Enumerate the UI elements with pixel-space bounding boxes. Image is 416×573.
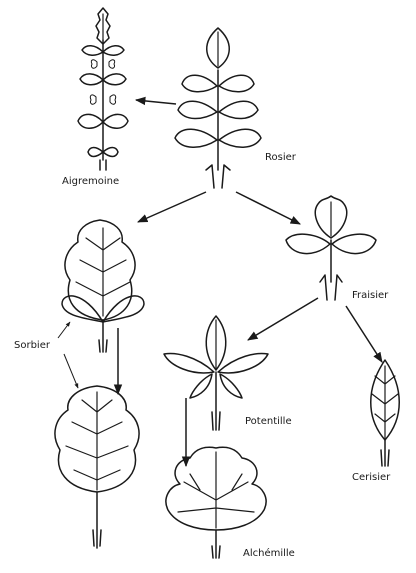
potentille-leaf	[163, 315, 269, 431]
arrow-rosier-to-fraisier	[235, 191, 301, 225]
label-fraisier: Fraisier	[352, 290, 389, 301]
label-aigremoine: Aigremoine	[62, 176, 119, 187]
label-cerisier: Cerisier	[352, 472, 391, 483]
alchemille-leaf	[165, 446, 267, 559]
arrow-sorbier-label-up	[57, 321, 71, 339]
sorbier-simple-leaf	[54, 385, 140, 549]
label-sorbier: Sorbier	[14, 340, 51, 351]
arrows	[57, 96, 383, 468]
label-rosier: Rosier	[265, 152, 297, 163]
arrow-fraisier-to-cerisier	[345, 305, 383, 363]
cerisier-leaf	[370, 359, 400, 467]
arrow-sorbier-label-down	[63, 353, 79, 389]
label-alchemille: Alchémille	[243, 547, 295, 559]
aigremoine-leaf	[77, 7, 129, 171]
arrow-fraisier-to-potentille	[247, 297, 319, 341]
sorbier-leaf	[61, 219, 145, 353]
arrow-rosier-to-aigremoine	[134, 96, 177, 106]
rosier-leaf	[174, 27, 262, 189]
fraisier-leaf	[285, 195, 377, 301]
arrow-rosier-to-sorbier	[137, 191, 207, 223]
label-potentille: Potentille	[245, 416, 292, 427]
